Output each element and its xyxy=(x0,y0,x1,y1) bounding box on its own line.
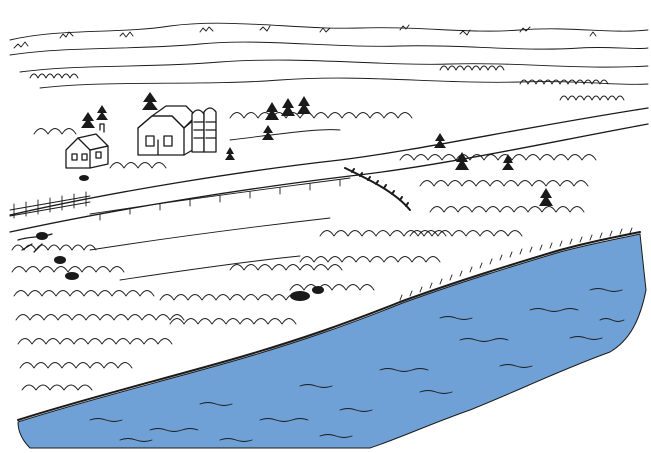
silos xyxy=(191,107,217,153)
conifer-trees xyxy=(81,92,553,206)
dark-shrub-accents xyxy=(36,175,324,301)
shrub-clusters xyxy=(11,112,597,391)
shoreline xyxy=(17,231,641,421)
shoreline-grass xyxy=(399,227,633,301)
distant-treeline xyxy=(29,65,625,101)
fence xyxy=(9,177,351,221)
barn xyxy=(137,105,197,156)
farm-road xyxy=(9,107,649,233)
water-ripples xyxy=(89,288,625,442)
distant-hills xyxy=(9,22,649,89)
open-field-lines xyxy=(89,129,341,281)
foreground-branch xyxy=(17,233,53,253)
hedgerow xyxy=(344,167,411,211)
water-body xyxy=(17,233,647,449)
farmhouse xyxy=(65,123,109,169)
